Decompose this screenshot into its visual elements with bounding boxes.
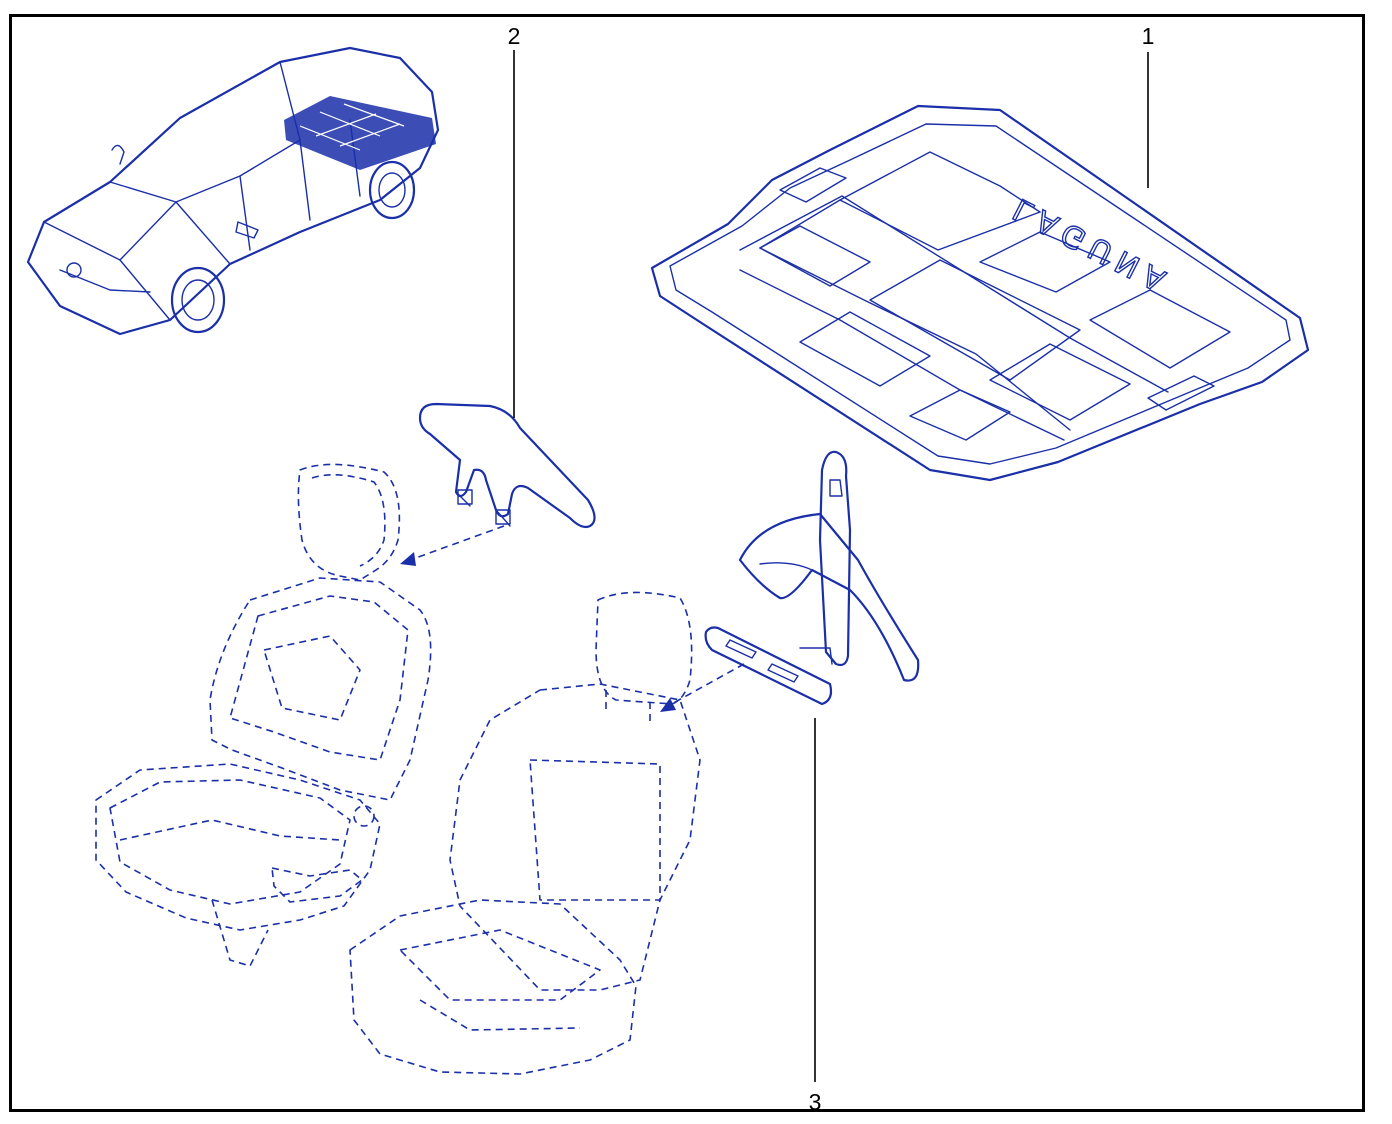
callout-1: 1 (1142, 23, 1155, 188)
leader-part-2-to-seat (409, 525, 505, 561)
tray-lettering: LAGUNA (1008, 191, 1179, 301)
callout-2: 2 (508, 23, 521, 418)
seat-left-outline (95, 463, 432, 967)
callout-3: 3 (809, 718, 822, 1115)
arrow-part-2 (400, 552, 416, 566)
callout-1-label: 1 (1142, 23, 1155, 49)
callout-2-label: 2 (508, 23, 521, 49)
diagram-frame (9, 14, 1365, 1112)
leader-part-3-to-seat (667, 663, 745, 707)
callout-3-label: 3 (809, 1089, 822, 1115)
part-3-headrest-hook (704, 450, 920, 706)
part-1-storage-tray: LAGUNA (650, 104, 1310, 482)
part-2-coat-hanger (418, 402, 596, 529)
car-overview-illustration (26, 46, 440, 336)
arrow-part-3 (660, 698, 676, 712)
seat-right-outline (349, 591, 701, 1075)
